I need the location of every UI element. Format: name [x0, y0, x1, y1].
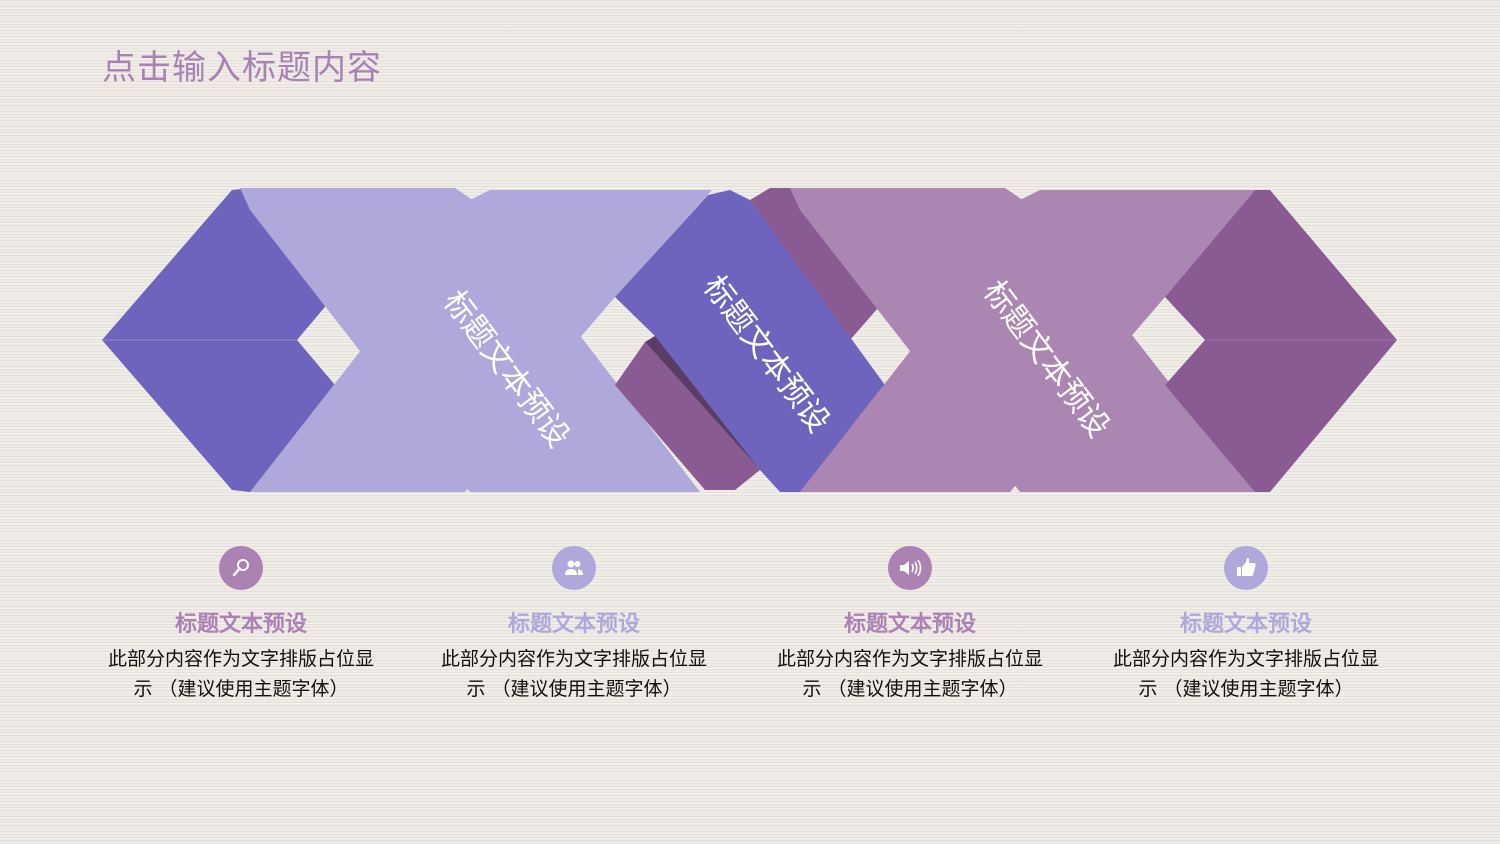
item-title: 标题文本预设	[1179, 612, 1312, 637]
item-description: 此部分内容作为文字排版占位显示 （建议使用主题字体）	[440, 648, 707, 700]
search-icon	[219, 546, 263, 590]
item-description: 此部分内容作为文字排版占位显示 （建议使用主题字体）	[1112, 648, 1379, 700]
fold-lower-2	[615, 342, 760, 490]
thumbs-up-icon	[1224, 546, 1268, 590]
users-icon	[552, 546, 596, 590]
band-2	[615, 190, 885, 492]
band-3	[790, 188, 1255, 492]
item-description: 此部分内容作为文字排版占位显示 （建议使用主题字体）	[776, 648, 1043, 700]
fold-lower-3	[800, 345, 1020, 492]
page-title: 点击输入标题内容	[102, 48, 382, 88]
band-1	[240, 188, 700, 492]
item-title: 标题文本预设	[507, 612, 640, 637]
info-item-4: 标题文本预设 此部分内容作为文字排版占位显示 （建议使用主题字体）	[1096, 546, 1396, 704]
fold-upper-3	[750, 188, 885, 340]
fold-lower-1	[250, 345, 475, 492]
item-title: 标题文本预设	[843, 612, 976, 637]
item-description: 此部分内容作为文字排版占位显示 （建议使用主题字体）	[107, 648, 374, 700]
info-item-1: 标题文本预设 此部分内容作为文字排版占位显示 （建议使用主题字体）	[91, 546, 391, 704]
info-item-2: 标题文本预设 此部分内容作为文字排版占位显示 （建议使用主题字体）	[424, 546, 724, 704]
chevron-right	[1165, 190, 1397, 492]
speaker-icon	[888, 546, 932, 590]
item-title: 标题文本预设	[174, 612, 307, 637]
info-item-3: 标题文本预设 此部分内容作为文字排版占位显示 （建议使用主题字体）	[760, 546, 1060, 704]
